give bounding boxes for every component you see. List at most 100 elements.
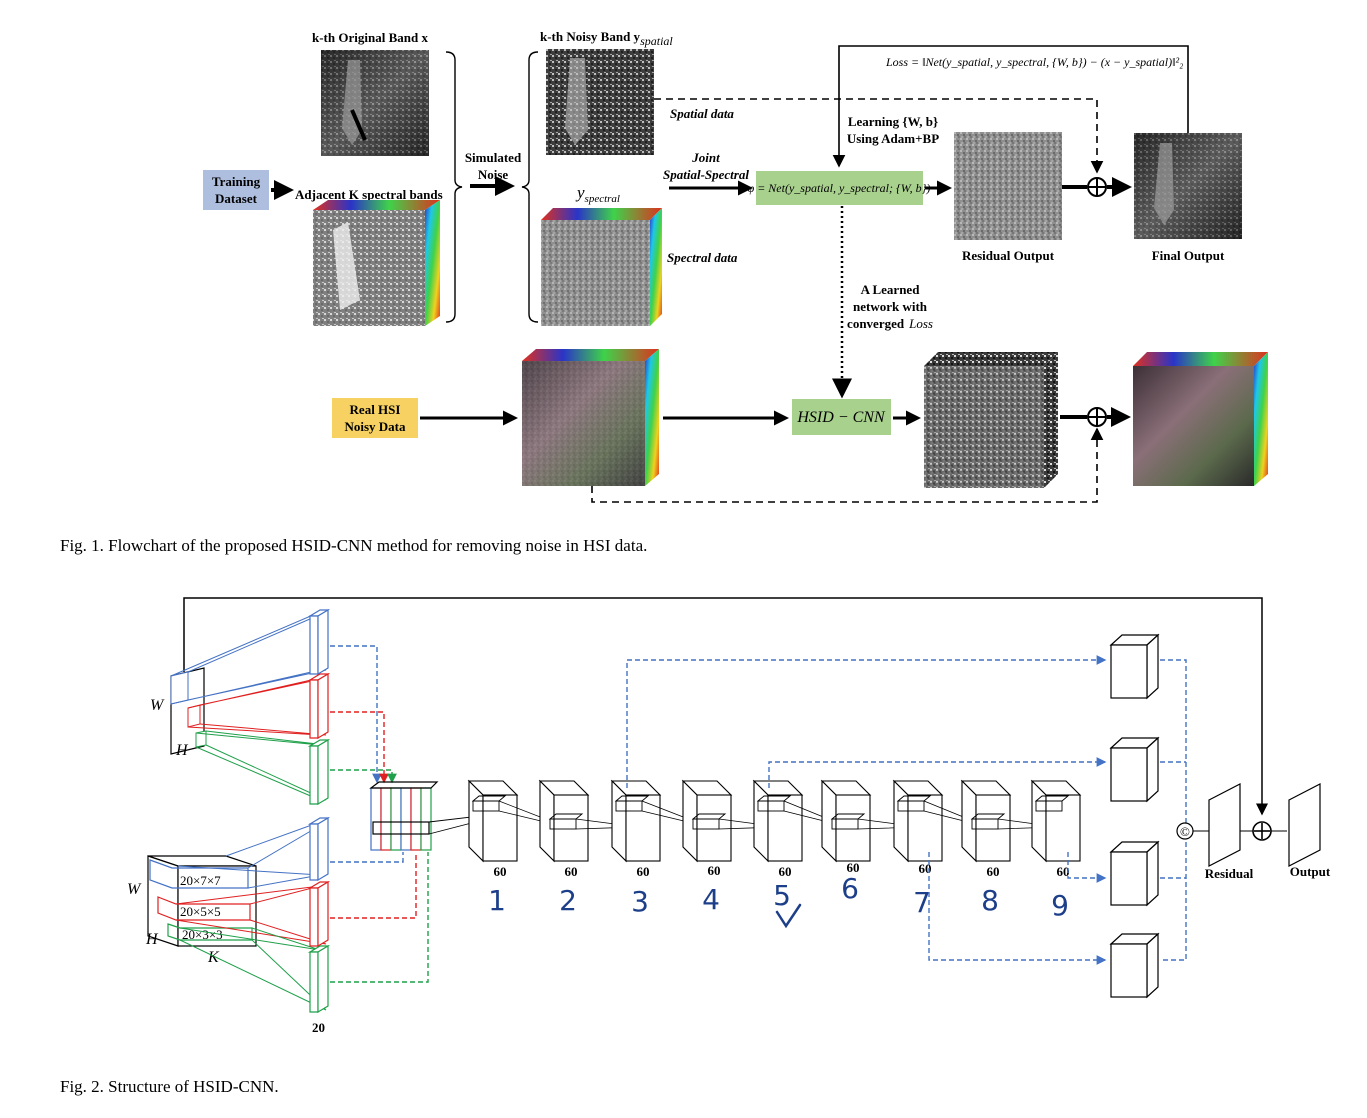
layer-count-4: 60 bbox=[708, 863, 721, 878]
layer-count-3: 60 bbox=[637, 864, 650, 879]
handwritten-number-5: 5 bbox=[773, 879, 791, 912]
loss-formula: Loss = ‖Net(y_spatial, y_spectral, {W, b… bbox=[885, 55, 1183, 69]
top-feature-maps bbox=[307, 608, 331, 806]
right-feature-blocks bbox=[1109, 633, 1160, 999]
h-label-top: H bbox=[175, 742, 189, 759]
real-hsi-line1: Real HSI bbox=[350, 402, 401, 417]
sum-node-2 bbox=[1087, 407, 1107, 427]
handwritten-number-2: 2 bbox=[559, 884, 577, 917]
sum-node-3 bbox=[1252, 821, 1272, 841]
handwritten-check bbox=[775, 903, 802, 929]
handwritten-number-9: 9 bbox=[1051, 889, 1069, 922]
handwritten-number-1: 1 bbox=[488, 884, 506, 917]
simulated-noise-line2: Noise bbox=[478, 167, 509, 182]
conv-layer-1: 601 bbox=[467, 779, 567, 917]
layer-count-6: 60 bbox=[847, 860, 860, 875]
training-dataset-line1: Training bbox=[212, 174, 261, 189]
noisy-band-label: k-th Noisy Band yspatial bbox=[540, 29, 673, 48]
layer-count-7: 60 bbox=[919, 861, 932, 876]
spatial-skip-line bbox=[654, 98, 1104, 174]
handwritten-number-3: 3 bbox=[631, 885, 649, 918]
handwritten-number-6: 6 bbox=[841, 872, 859, 905]
input-band bbox=[170, 667, 207, 755]
h-label-bottom: H bbox=[145, 931, 159, 948]
handwritten-number-7: 7 bbox=[913, 886, 931, 919]
final-output-label: Final Output bbox=[1152, 248, 1225, 263]
concat-connectors bbox=[330, 645, 429, 983]
filter-3x3: 20×3×3 bbox=[182, 927, 223, 942]
learning-line2: Using Adam+BP bbox=[847, 131, 939, 146]
global-skip-line bbox=[183, 597, 1268, 816]
original-band-image bbox=[321, 50, 429, 156]
hsid-cnn-box bbox=[792, 399, 891, 435]
residual-output-label: Residual Output bbox=[962, 248, 1055, 263]
concat-slab bbox=[369, 781, 439, 851]
adjacent-bands-cube bbox=[313, 200, 440, 326]
original-band-label: k-th Original Band x bbox=[312, 30, 428, 45]
sum-node-1 bbox=[1087, 177, 1107, 197]
k-label: K bbox=[207, 949, 220, 966]
layer-count-1: 60 bbox=[494, 864, 507, 879]
w-label-bottom: W bbox=[127, 881, 142, 898]
handwritten-number-8: 8 bbox=[981, 884, 999, 917]
hsid-cnn-label: HSID − CNN bbox=[796, 409, 886, 426]
figure-1-caption: Fig. 1. Flowchart of the proposed HSID-C… bbox=[60, 536, 647, 555]
bracket-left bbox=[445, 51, 463, 323]
residual-output-image bbox=[954, 132, 1062, 240]
real-hsi-box bbox=[332, 398, 418, 438]
layer-count-9: 60 bbox=[1057, 864, 1070, 879]
real-hsi-line2: Noisy Data bbox=[344, 419, 406, 434]
loss-loop-line bbox=[832, 45, 1189, 168]
noisy-band-image bbox=[546, 49, 654, 155]
conv-layer-6: 606 bbox=[820, 779, 921, 905]
training-dataset-line2: Dataset bbox=[215, 191, 258, 206]
output-plane bbox=[1288, 783, 1321, 867]
conv-layer-5: 605 bbox=[752, 779, 849, 912]
conv-layer-8: 608 bbox=[960, 779, 1059, 917]
figure-2: W H 20×7×7 20× bbox=[60, 597, 1331, 1096]
joint-line2: Spatial-Spectral bbox=[663, 167, 749, 182]
joint-line1: Joint bbox=[691, 150, 720, 165]
spectral-data-label: Spectral data bbox=[667, 250, 738, 265]
handwritten-number-4: 4 bbox=[702, 883, 720, 916]
bottom-feature-maps bbox=[307, 816, 331, 1014]
conv-layer-9: 60 9 bbox=[1030, 779, 1082, 922]
conv-layer-4: 604 bbox=[681, 779, 781, 916]
training-dataset-box bbox=[203, 170, 269, 210]
layer-count-2: 60 bbox=[565, 864, 578, 879]
learned-network-line1: A Learned bbox=[861, 282, 921, 297]
real-skip-line bbox=[591, 427, 1104, 503]
figure-1: k-th Original Band x Training Dataset Ad… bbox=[60, 29, 1268, 555]
spatial-data-label: Spatial data bbox=[670, 106, 734, 121]
final-output-image bbox=[1134, 133, 1242, 239]
conv-layer-7: 60 7 bbox=[892, 779, 989, 919]
filter-5x5: 20×5×5 bbox=[180, 904, 221, 919]
projection-lines-top bbox=[170, 611, 327, 801]
learned-network-line2: network with bbox=[853, 299, 928, 314]
bracket-right bbox=[521, 51, 539, 323]
conv-layer-3: 603 bbox=[610, 779, 710, 918]
figure-2-caption: Fig. 2. Structure of HSID-CNN. bbox=[60, 1077, 279, 1096]
w-label-top: W bbox=[150, 697, 165, 714]
net-formula: φ = Net(y_spatial, y_spectral; {W, b}) bbox=[748, 181, 931, 195]
concat-symbol: © bbox=[1180, 824, 1190, 839]
conv-layer-2: 602 bbox=[538, 779, 639, 917]
residual-cube bbox=[924, 352, 1058, 488]
adjacent-bands-label: Adjacent K spectral bands bbox=[295, 187, 443, 202]
net-box bbox=[756, 171, 923, 205]
simulated-noise-line1: Simulated bbox=[465, 150, 522, 165]
skip-connections bbox=[626, 655, 1187, 965]
learning-line1: Learning {W, b} bbox=[848, 114, 938, 129]
residual-plane bbox=[1208, 783, 1241, 867]
filter-7x7: 20×7×7 bbox=[180, 873, 221, 888]
layer-count-5: 60 bbox=[779, 864, 792, 879]
residual-label: Residual bbox=[1205, 866, 1254, 881]
spectral-cube bbox=[541, 208, 662, 326]
bottom-count: 20 bbox=[312, 1020, 325, 1035]
y-spectral-label: yspectral bbox=[575, 183, 620, 205]
projection-lines-bottom bbox=[175, 821, 327, 1011]
layer-count-8: 60 bbox=[987, 864, 1000, 879]
